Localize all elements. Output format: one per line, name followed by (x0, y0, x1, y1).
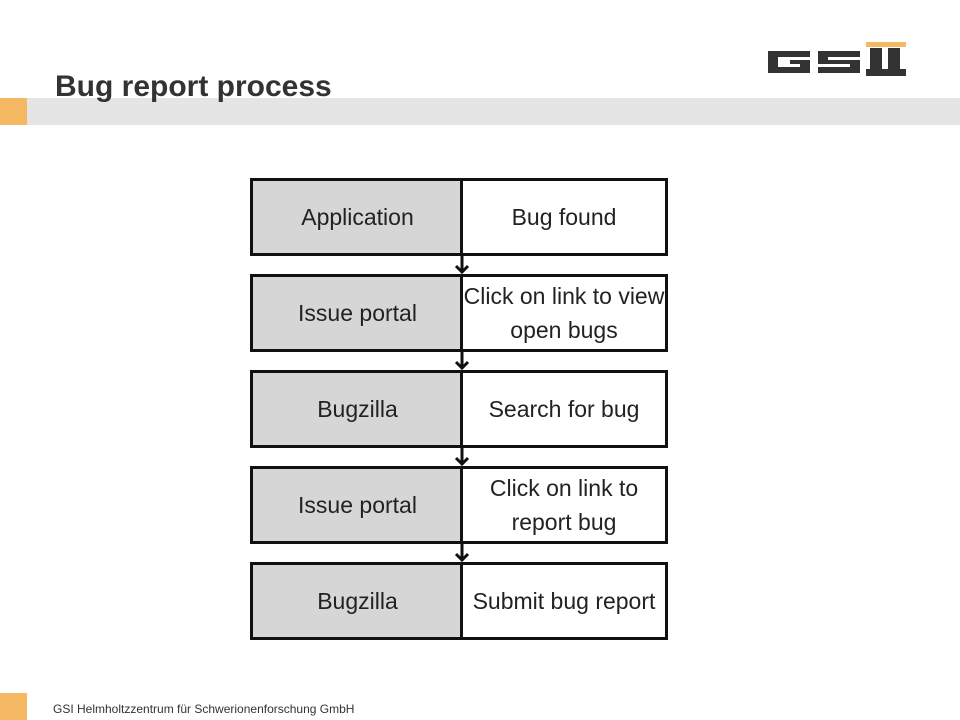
page-title: Bug report process (55, 70, 332, 103)
arrow-down-icon (454, 256, 470, 275)
footer-text: GSI Helmholtzzentrum für Schwerionenfors… (53, 702, 355, 716)
process-step: Bugzilla Search for bug (250, 370, 668, 448)
arrow-down-icon (454, 448, 470, 467)
title-bar (0, 98, 960, 125)
step-action: Click on link to report bug (460, 466, 668, 544)
step-action: Submit bug report (460, 562, 668, 640)
arrow-down-icon (454, 352, 470, 371)
step-system: Issue portal (250, 274, 462, 352)
step-system: Bugzilla (250, 562, 462, 640)
process-diagram: Application Bug found Issue portal Click… (250, 178, 670, 640)
step-system: Application (250, 178, 462, 256)
process-step: Application Bug found (250, 178, 668, 256)
step-system: Bugzilla (250, 370, 462, 448)
title-accent-square (0, 98, 27, 125)
step-action: Bug found (460, 178, 668, 256)
footer-accent-square (0, 693, 27, 720)
process-step: Issue portal Click on link to view open … (250, 274, 668, 352)
step-action: Click on link to view open bugs (460, 274, 668, 352)
process-step: Issue portal Click on link to report bug (250, 466, 668, 544)
process-step: Bugzilla Submit bug report (250, 562, 668, 640)
arrow-down-icon (454, 544, 470, 563)
step-action: Search for bug (460, 370, 668, 448)
gsi-logo (768, 42, 906, 76)
step-system: Issue portal (250, 466, 462, 544)
